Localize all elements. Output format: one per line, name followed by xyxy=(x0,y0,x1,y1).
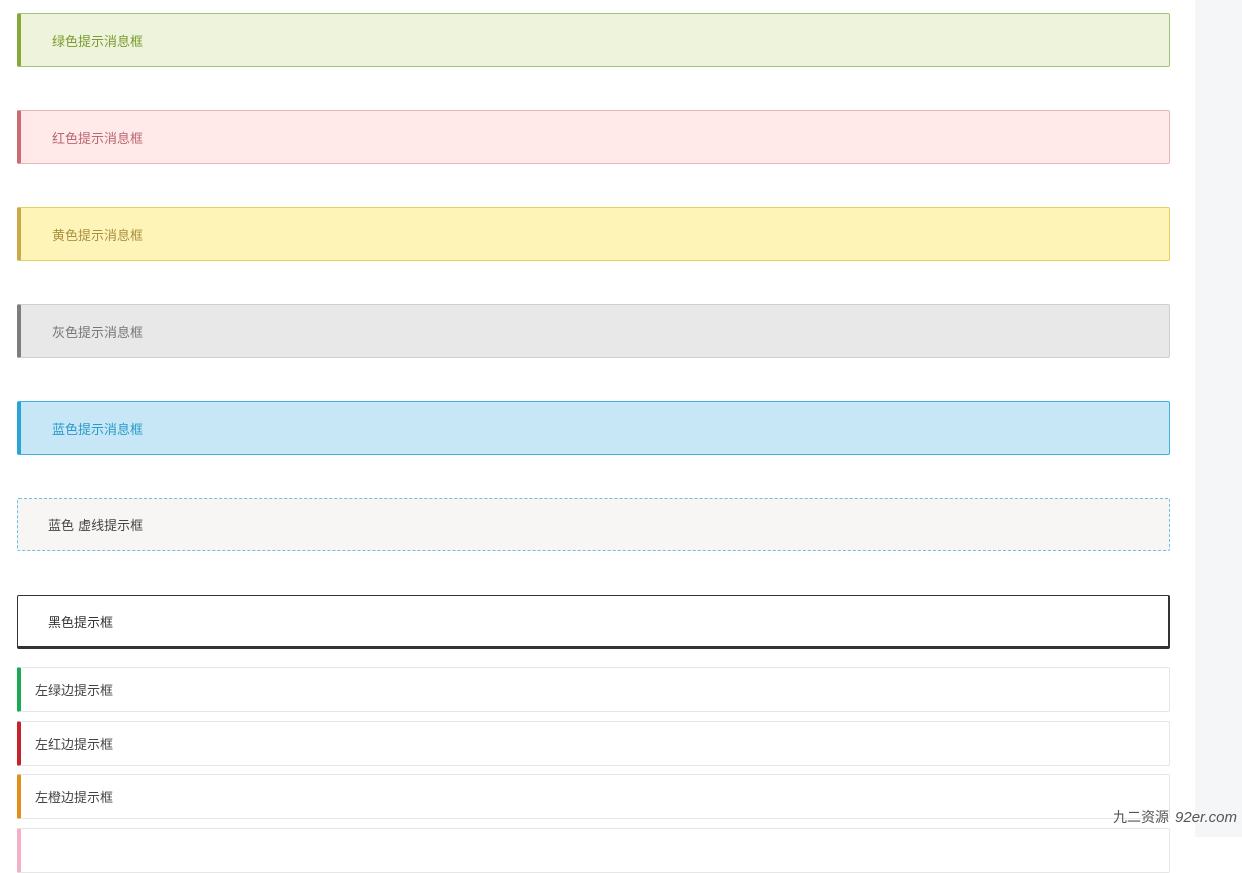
alert-demo-list: 绿色提示消息框 红色提示消息框 黄色提示消息框 灰色提示消息框 蓝色提示消息框 … xyxy=(17,0,1170,873)
left-red-border-box: 左红边提示框 xyxy=(17,721,1170,766)
site-watermark: 九二资源 92er.com xyxy=(1113,807,1237,827)
black-message-text: 黑色提示框 xyxy=(48,615,114,631)
green-message-text: 绿色提示消息框 xyxy=(52,34,144,50)
blue-dashed-message-box: 蓝色 虚线提示框 xyxy=(17,498,1170,551)
gray-message-text: 灰色提示消息框 xyxy=(52,325,144,341)
blue-dashed-message-text: 蓝色 虚线提示框 xyxy=(48,519,144,534)
blue-message-box: 蓝色提示消息框 xyxy=(17,401,1170,455)
watermark-cn-text: 九二资源 xyxy=(1113,809,1170,825)
red-message-text: 红色提示消息框 xyxy=(52,131,144,147)
yellow-message-box: 黄色提示消息框 xyxy=(17,207,1170,261)
left-red-border-text: 左红边提示框 xyxy=(35,738,114,753)
blue-message-text: 蓝色提示消息框 xyxy=(52,422,144,438)
green-message-box: 绿色提示消息框 xyxy=(17,13,1170,67)
left-green-border-text: 左绿边提示框 xyxy=(35,684,114,699)
watermark-site-text: 92er.com xyxy=(1175,809,1237,826)
right-panel-background xyxy=(1195,0,1242,837)
black-message-box: 黑色提示框 xyxy=(17,595,1170,649)
yellow-message-text: 黄色提示消息框 xyxy=(52,228,144,244)
left-orange-border-text: 左橙边提示框 xyxy=(35,791,114,806)
left-pink-border-box xyxy=(17,828,1170,873)
left-green-border-box: 左绿边提示框 xyxy=(17,667,1170,712)
gray-message-box: 灰色提示消息框 xyxy=(17,304,1170,358)
red-message-box: 红色提示消息框 xyxy=(17,110,1170,164)
left-orange-border-box: 左橙边提示框 xyxy=(17,774,1170,819)
